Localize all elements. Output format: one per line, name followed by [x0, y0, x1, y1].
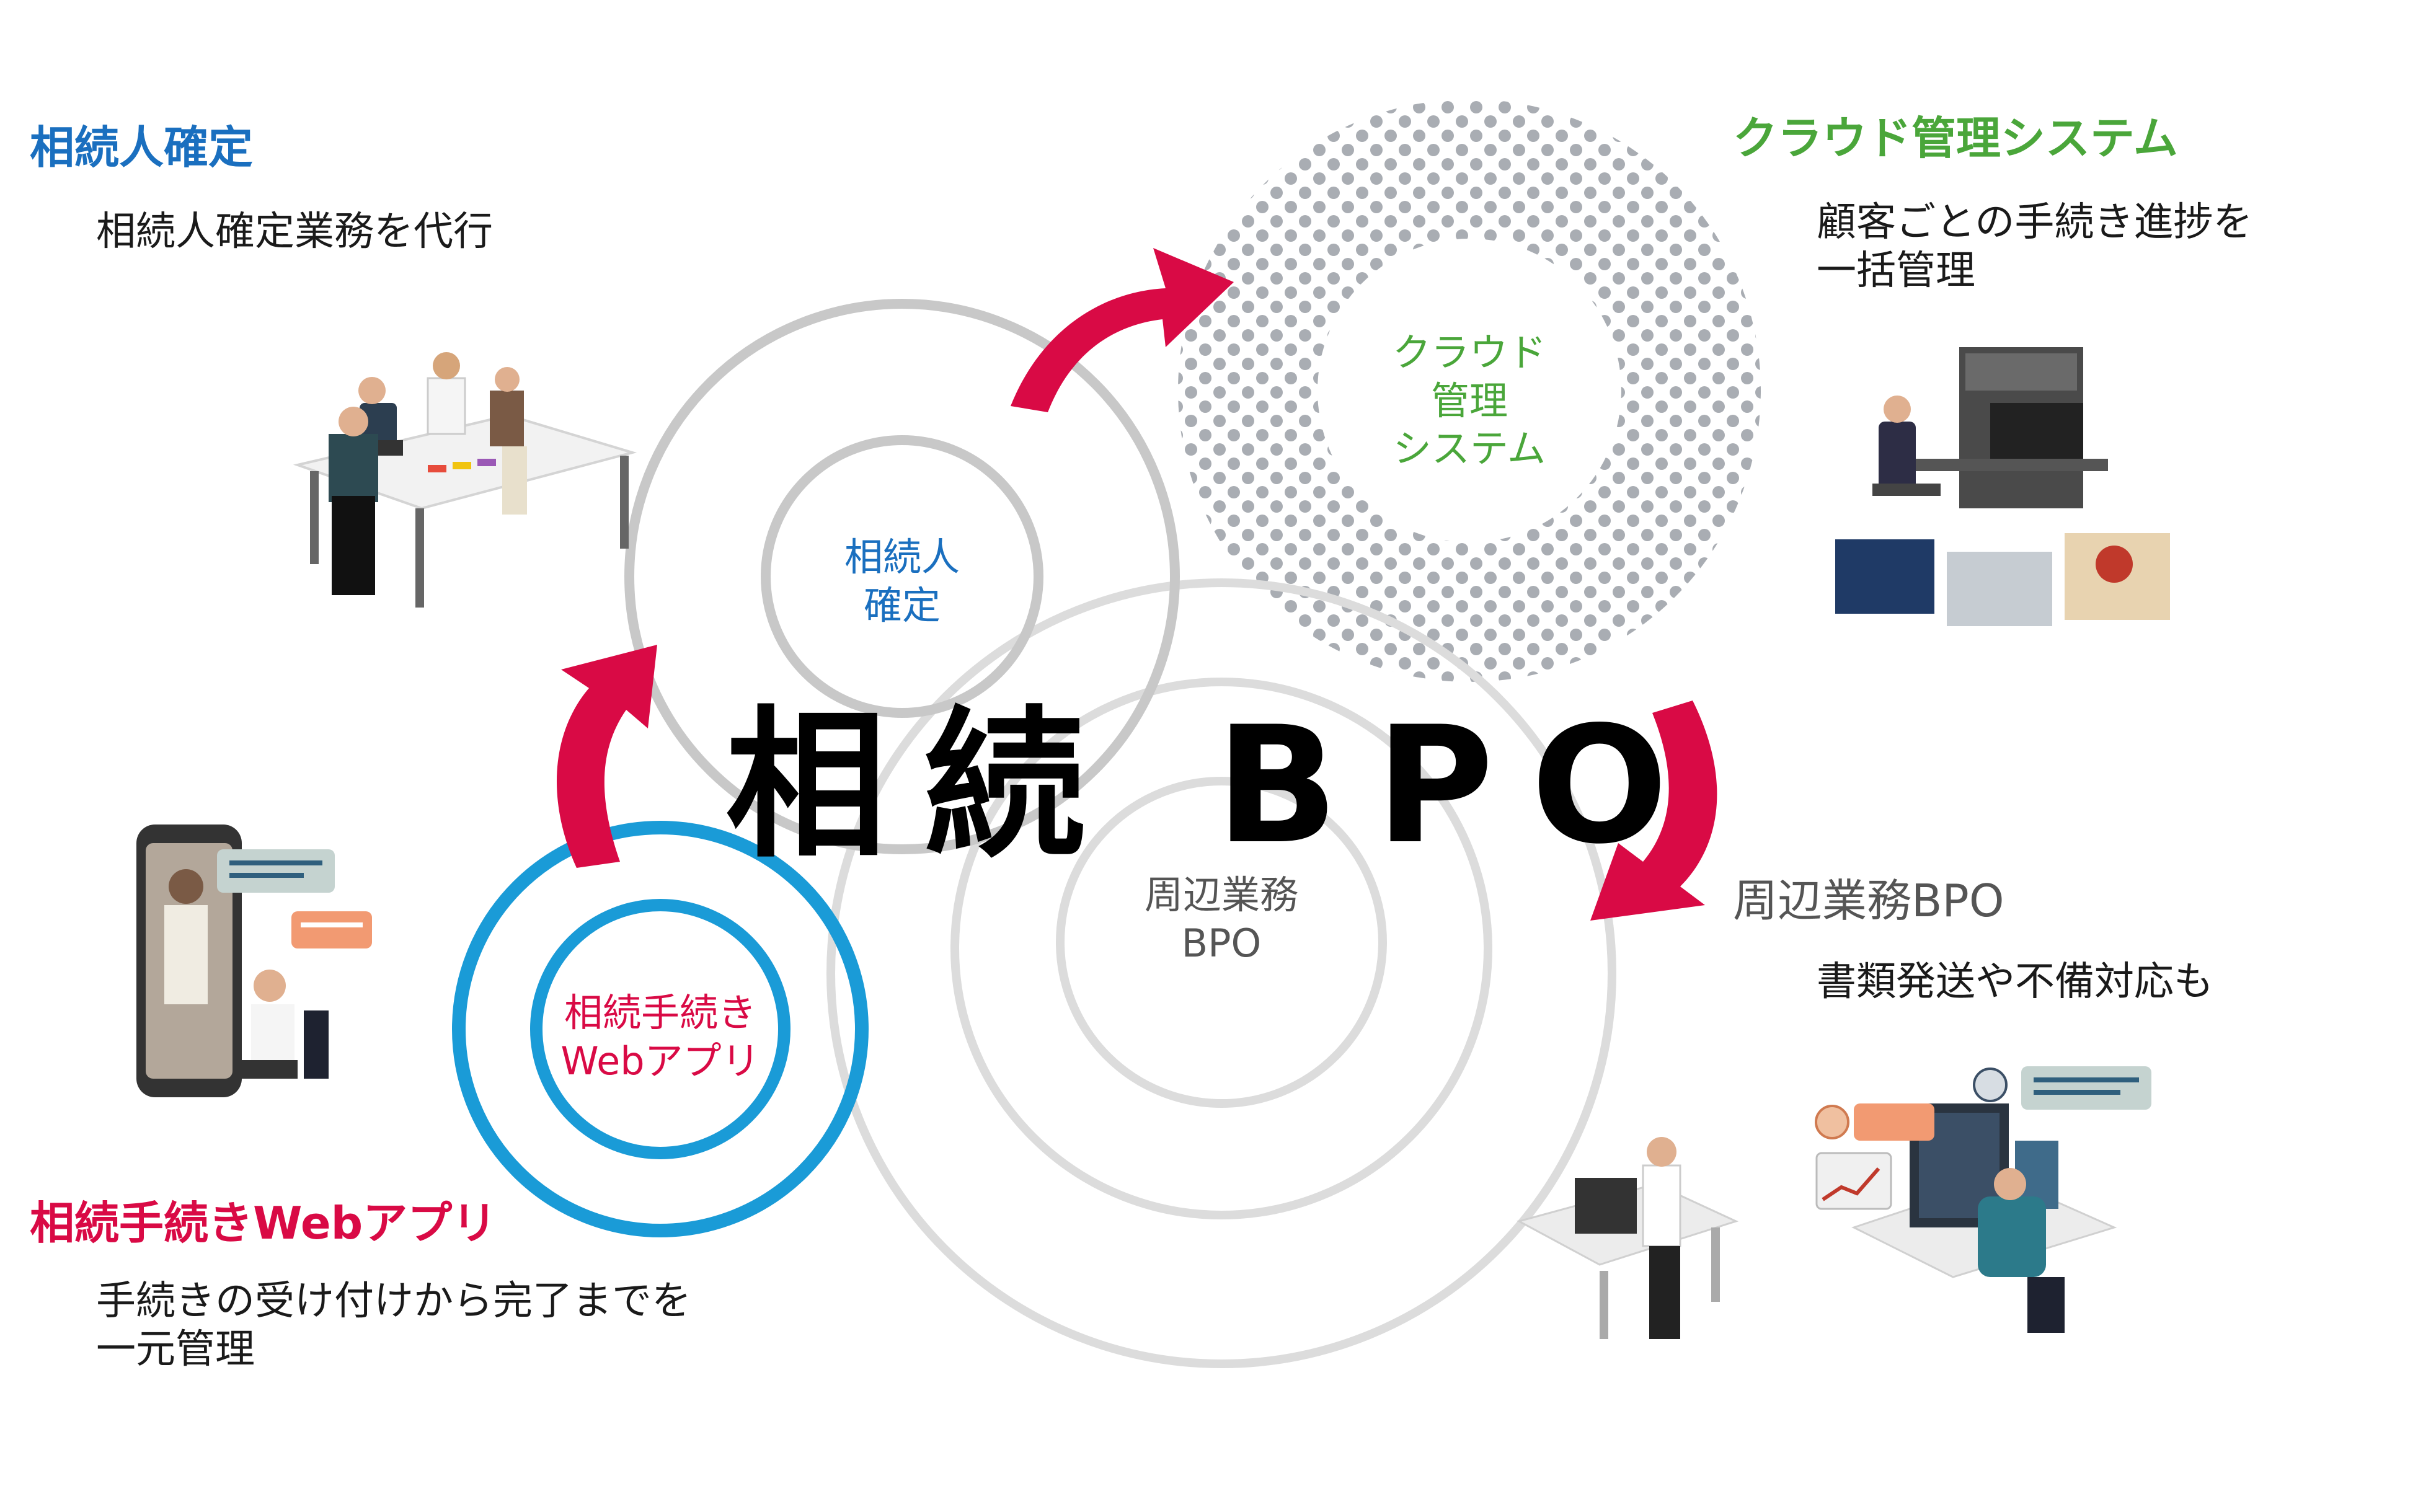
ring-label-cloud: クラウド 管理 システム [1392, 330, 1546, 471]
ring-label-shuhen: 周辺業務 BPO [1144, 872, 1298, 966]
shuhen-rings [826, 578, 1616, 1368]
shuhen-heading: 周辺業務BPO [1733, 875, 2004, 927]
cloud-workstation-illustration [1835, 347, 2170, 626]
cloud-desc: 顧客ごとの手続き進捗を 一括管理 [1817, 200, 2253, 294]
kakutei-heading: 相続人確定 [30, 122, 254, 174]
cloud-heading: クラウド管理システム [1733, 112, 2178, 164]
ring-label-kakutei: 相続人 確定 [844, 534, 960, 628]
flow-arrows [556, 248, 1717, 921]
shuhen-desc: 書類発送や不備対応も [1817, 959, 2213, 1005]
webapp-phone-illustration [136, 825, 372, 1097]
kakutei-team-illustration [293, 352, 637, 608]
ring-label-webapp: 相続手続き Webアプリ [560, 990, 760, 1084]
shuhen-office-illustration [1516, 1066, 2151, 1339]
arrow-kakutei-to-cloud [1011, 248, 1234, 412]
kakutei-desc: 相続人確定業務を代行 [96, 209, 493, 255]
webapp-rings [452, 821, 869, 1237]
kakutei-rings [624, 299, 1180, 854]
webapp-desc: 手続きの受け付けから完了までを 一元管理 [96, 1278, 691, 1373]
center-title: 相続 BPO [725, 692, 1706, 880]
arrow-webapp-to-kakutei [556, 645, 657, 868]
webapp-heading: 相続手続きWebアプリ [30, 1197, 497, 1249]
arrow-cloud-to-shuhen [1590, 701, 1717, 921]
cloud-dot-ring [1147, 74, 1798, 713]
